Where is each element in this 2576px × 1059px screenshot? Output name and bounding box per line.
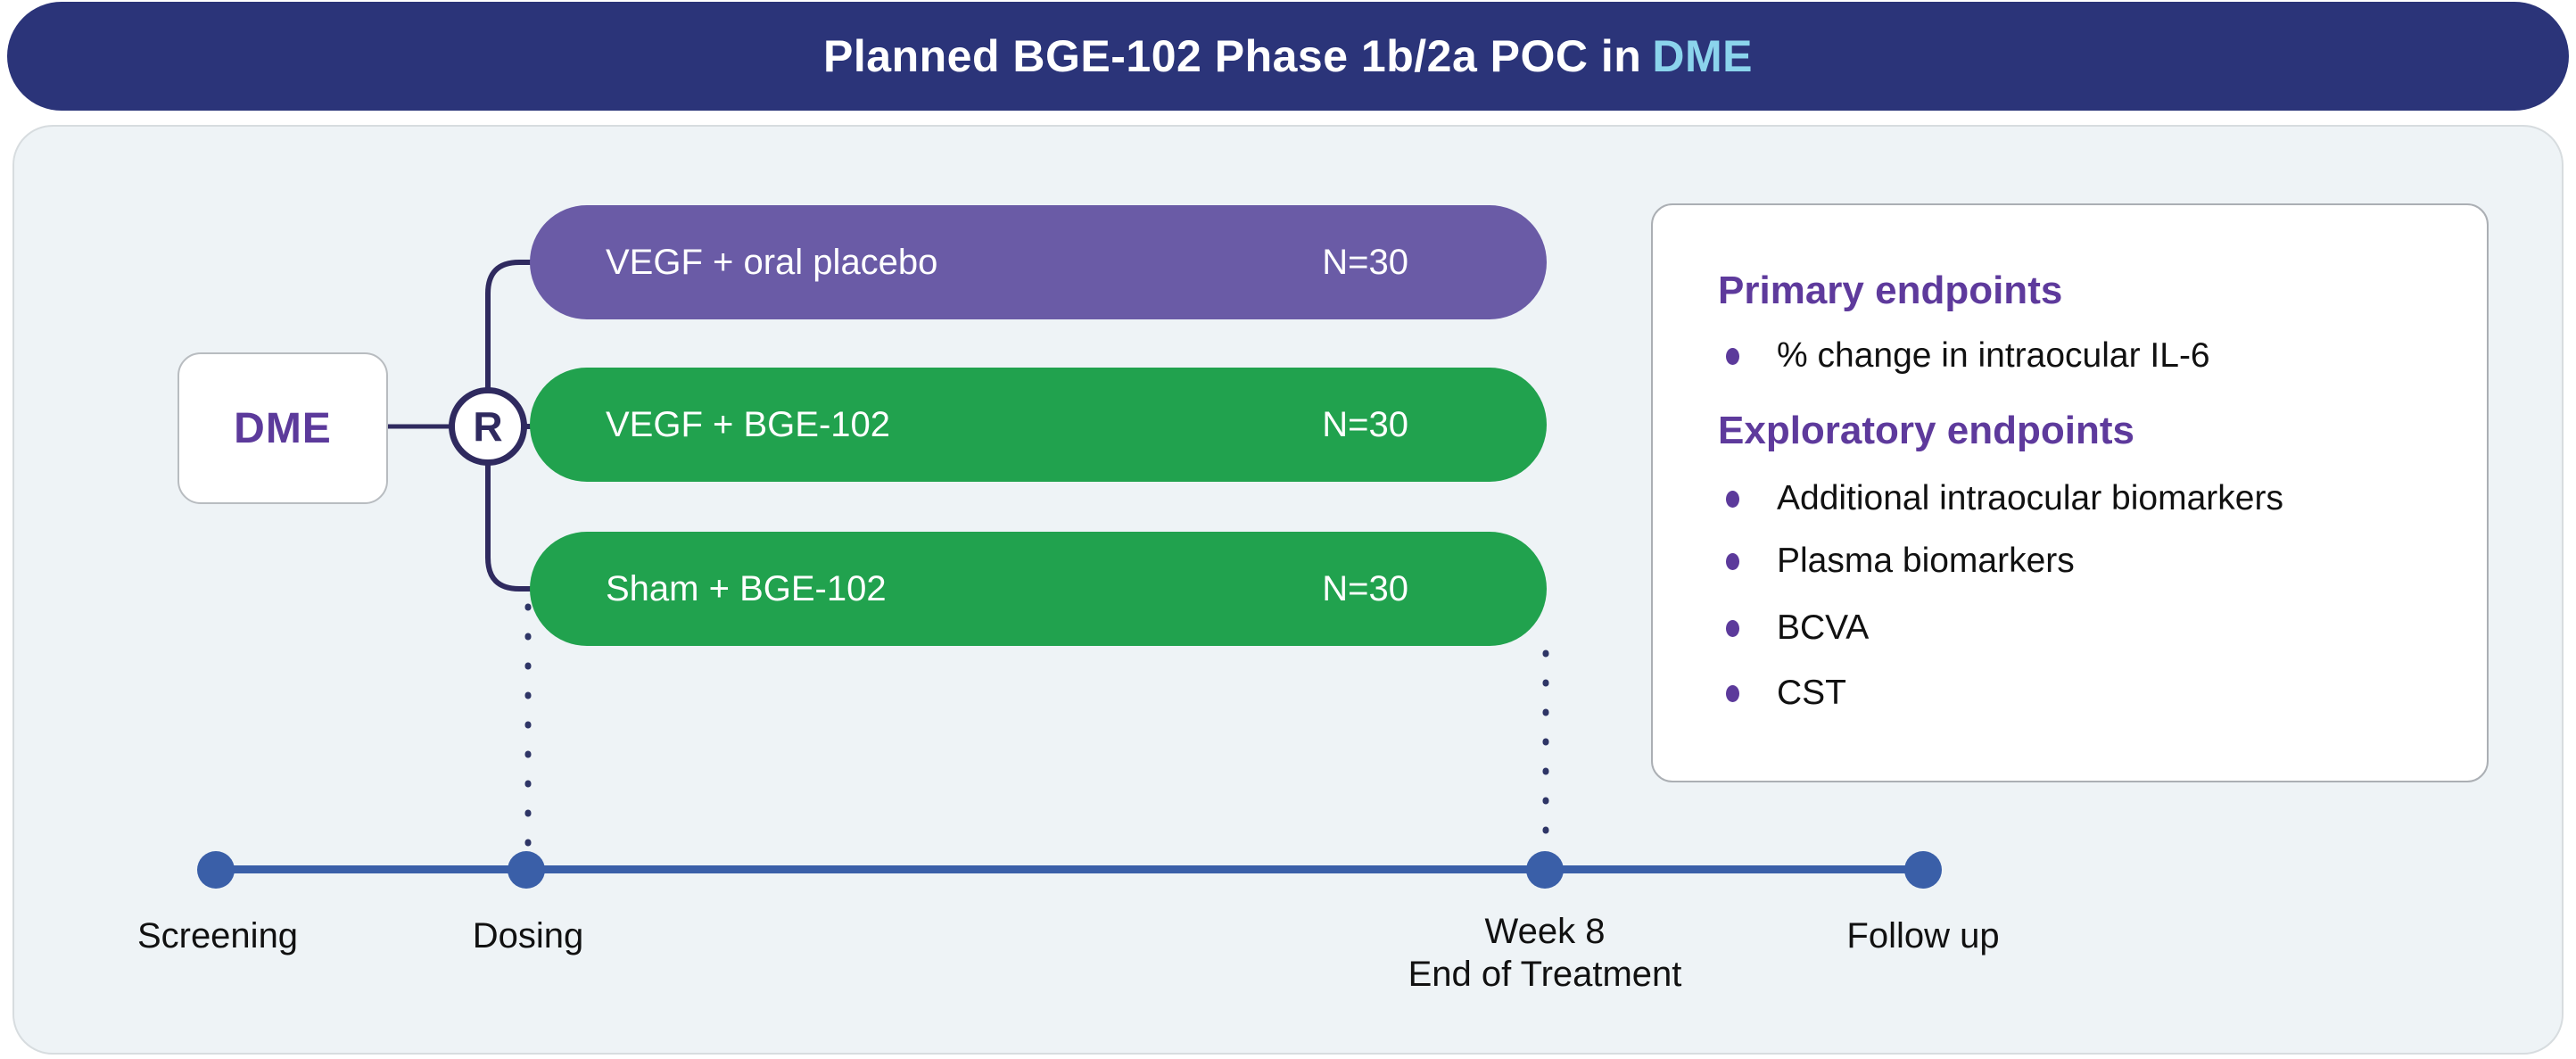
timeline-label-end-of-treatment: End of Treatment [1408, 955, 1682, 994]
bullet-icon [1726, 490, 1739, 508]
timeline-axis [216, 865, 1924, 873]
dme-node-label: DME [234, 404, 332, 452]
endpoint-item-label: CST [1777, 674, 1846, 712]
branch-to-arm3 [485, 465, 531, 592]
timeline-label-dosing: Dosing [472, 916, 584, 956]
timeline-dot-dosing [508, 851, 545, 889]
bullet-icon [1726, 619, 1739, 637]
arm-label: VEGF + oral placebo [606, 242, 938, 282]
page-title-highlight: DME [1652, 31, 1753, 81]
bullet-icon [1726, 684, 1739, 702]
arm-label: Sham + BGE-102 [606, 568, 887, 608]
arm-pill-vegf-placebo: VEGF + oral placebo N=30 [530, 205, 1547, 319]
endpoint-item-label: % change in intraocular IL-6 [1777, 336, 2210, 375]
endpoint-item: Plasma biomarkers [1726, 540, 2075, 583]
timeline-label-week8: Week 8 [1484, 912, 1606, 951]
arm-pill-sham-bge102: Sham + BGE-102 N=30 [530, 532, 1547, 646]
timeline-label-screening: Screening [136, 916, 299, 956]
timeline-dot-screening [197, 851, 235, 889]
page-title: Planned BGE-102 Phase 1b/2a POC in [823, 31, 1642, 81]
endpoints-panel: Primary endpoints % change in intraocula… [1651, 203, 2489, 782]
endpoint-item: BCVA [1726, 607, 1869, 649]
bullet-icon [1726, 347, 1739, 365]
timeline-dot-week8 [1526, 851, 1564, 889]
arm-n: N=30 [1322, 242, 1408, 282]
primary-endpoints-heading: Primary endpoints [1718, 269, 2063, 312]
timeline-dot-followup [1904, 851, 1942, 889]
arm-label: VEGF + BGE-102 [606, 404, 891, 444]
endpoint-item-label: BCVA [1777, 608, 1870, 647]
endpoint-item-label: Plasma biomarkers [1777, 542, 2075, 580]
endpoint-item: Additional intraocular biomarkers [1726, 477, 2283, 520]
branch-to-arm1 [485, 260, 531, 388]
arm-pill-vegf-bge102: VEGF + BGE-102 N=30 [530, 368, 1547, 482]
exploratory-endpoints-heading: Exploratory endpoints [1718, 409, 2134, 452]
randomization-node: R [449, 387, 527, 466]
title-banner: Planned BGE-102 Phase 1b/2a POC in DME [7, 2, 2569, 111]
dme-node: DME [178, 352, 388, 504]
endpoint-item: % change in intraocular IL-6 [1726, 335, 2210, 377]
endpoint-item-label: Additional intraocular biomarkers [1777, 479, 2283, 517]
timeline-label-followup: Follow up [1846, 916, 2000, 956]
connector-lines [388, 260, 1549, 848]
diagram-panel: DME R VEGF + oral placebo N=30 VEGF + BG… [12, 125, 2564, 1055]
bullet-icon [1726, 552, 1739, 570]
endpoint-item: CST [1726, 672, 1846, 715]
arm-n: N=30 [1322, 404, 1408, 444]
arm-n: N=30 [1322, 568, 1408, 608]
randomization-label: R [473, 403, 503, 450]
